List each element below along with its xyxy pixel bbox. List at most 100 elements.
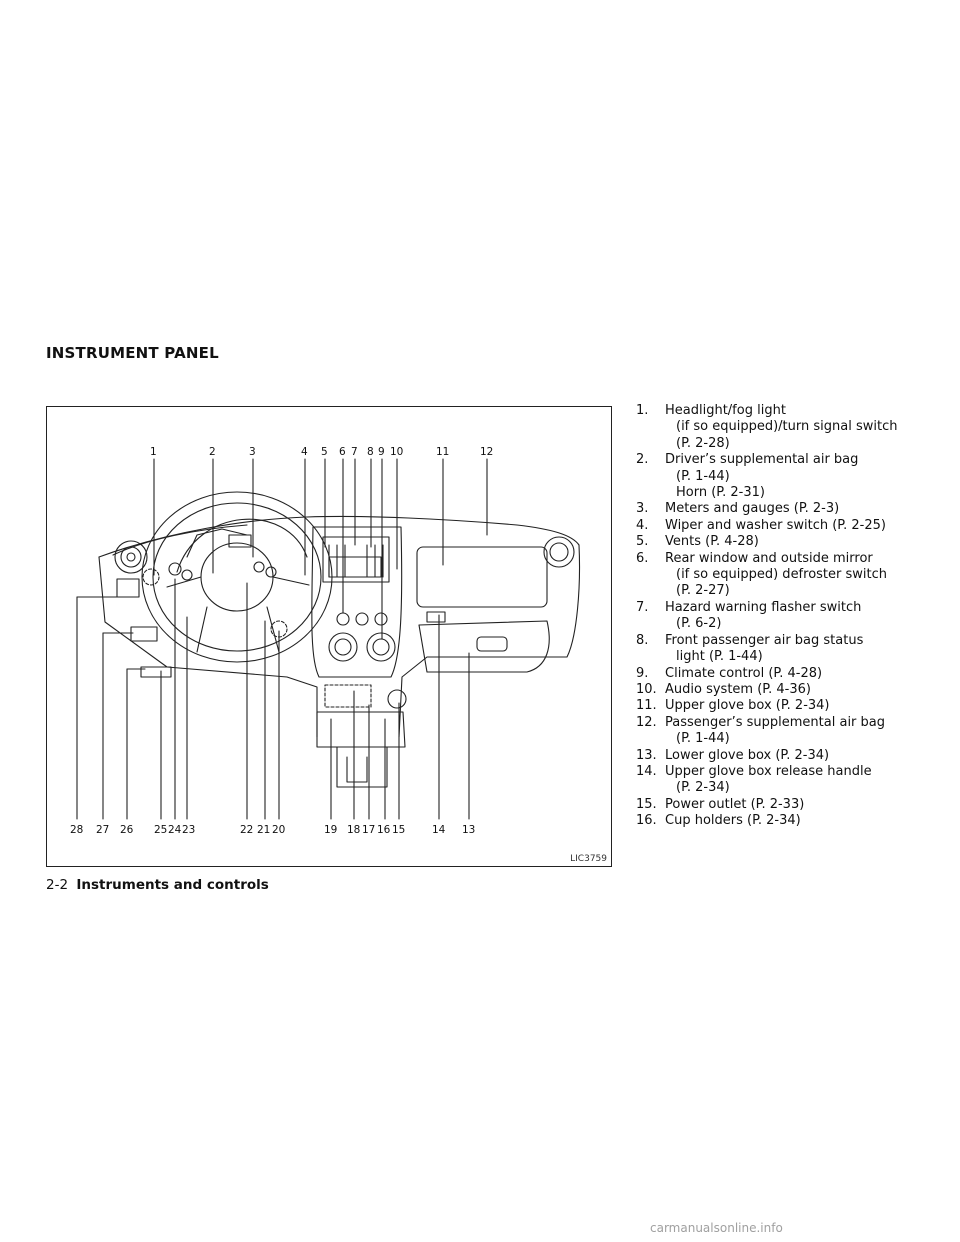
legend-item-number: 10. — [636, 681, 657, 697]
legend-item-text: Cup holders (P. 2-34) — [665, 813, 936, 829]
legend-item: 10. Audio system (P. 4-36) — [636, 682, 936, 698]
callout-9: 9 — [378, 446, 385, 458]
legend-item-number: 4. — [636, 517, 649, 533]
center-console — [316, 684, 407, 788]
meter-hood — [176, 518, 308, 573]
left-vent — [114, 540, 148, 574]
right-vent — [543, 536, 575, 568]
callout-17: 17 — [362, 824, 375, 836]
bottom-callout-labels: 28 27 26 25 24 23 22 21 20 19 18 17 16 1… — [70, 824, 475, 836]
callout-13: 13 — [462, 824, 475, 836]
watermark: carmanualsonline.info — [650, 1221, 783, 1235]
page-number: 2-2 — [46, 877, 69, 893]
legend-item-text: Vents (P. 4-28) — [665, 534, 936, 550]
instrument-panel-illustration: 1 2 3 4 5 6 7 8 9 10 11 12 28 27 26 25 2… — [70, 446, 581, 836]
callout-5: 5 — [321, 446, 328, 458]
top-leaders — [153, 458, 488, 640]
callout-28: 28 — [70, 824, 83, 836]
legend-item-text: Upper glove box (P. 2-34) — [665, 698, 936, 714]
legend-item: 2. Driver’s supplemental air bag(P. 1-44)… — [636, 452, 936, 501]
legend-item-number: 9. — [636, 665, 649, 681]
legend-item-line: Passenger’s supplemental air bag — [665, 714, 885, 730]
callout-10: 10 — [390, 446, 403, 458]
callout-24: 24 — [168, 824, 182, 836]
callout-26: 26 — [120, 824, 134, 836]
legend-item-number: 3. — [636, 501, 649, 517]
legend-item-number: 6. — [636, 550, 649, 566]
callout-7: 7 — [351, 446, 358, 458]
left-switch-panel — [116, 578, 140, 598]
callout-4: 4 — [301, 446, 308, 458]
callout-27: 27 — [96, 824, 109, 836]
legend-item: 13. Lower glove box (P. 2-34) — [636, 748, 936, 764]
callout-15: 15 — [392, 824, 405, 836]
legend-item-line: (P. 1-44) — [676, 468, 730, 484]
legend-item: 5. Vents (P. 4-28) — [636, 534, 936, 550]
legend-item-line: (P. 6-2) — [676, 616, 722, 632]
legend-item: 12. Passenger’s supplemental air bag(P. 1… — [636, 715, 936, 748]
callout-25: 25 — [154, 824, 167, 836]
page-footer: 2-2 Instruments and controls — [46, 877, 269, 893]
callout-22: 22 — [240, 824, 253, 836]
legend-item: 3. Meters and gauges (P. 2-3) — [636, 501, 936, 517]
legend-item-text: Passenger’s supplemental air bag(P. 1-44… — [665, 715, 936, 748]
legend-item-number: 16. — [636, 813, 657, 829]
legend-item-line: Upper glove box (P. 2-34) — [665, 698, 830, 714]
legend-item-line: (P. 1-44) — [676, 731, 730, 747]
legend-item-line: (if so equipped) defroster switch — [676, 567, 887, 583]
legend-item-text: Upper glove box release handle(P. 2-34) — [665, 764, 936, 797]
callout-8: 8 — [367, 446, 374, 458]
upper-glove-box — [416, 546, 548, 608]
legend-item: 4. Wiper and washer switch (P. 2-25) — [636, 518, 936, 534]
legend-item-line: Power outlet (P. 2-33) — [665, 796, 805, 812]
legend-item-line: Rear window and outside mirror — [665, 550, 873, 566]
legend-item-line: Upper glove box release handle — [665, 763, 872, 779]
callout-21: 21 — [257, 824, 270, 836]
legend-item-line: Meters and gauges (P. 2-3) — [665, 501, 840, 517]
callout-20: 20 — [272, 824, 285, 836]
legend-item-text: Lower glove box (P. 2-34) — [665, 748, 936, 764]
top-callout-labels: 1 2 3 4 5 6 7 8 9 10 11 12 — [150, 446, 493, 458]
left-stalk — [142, 568, 160, 586]
legend-item-line: (if so equipped)/turn signal switch — [676, 419, 898, 435]
legend-item-line: Cup holders (P. 2-34) — [665, 813, 801, 829]
legend-list: 1. Headlight/fog light(if so equipped)/tu… — [636, 403, 936, 830]
callout-3: 3 — [249, 446, 256, 458]
legend-item-text: Driver’s supplemental air bag(P. 1-44)Ho… — [665, 452, 936, 501]
legend-item-text: Climate control (P. 4-28) — [665, 666, 936, 682]
legend-item-line: Lower glove box (P. 2-34) — [665, 747, 830, 763]
legend-item-number: 2. — [636, 452, 649, 468]
legend-item-number: 13. — [636, 747, 657, 763]
legend-item-line: Headlight/fog light — [665, 403, 786, 418]
dashboard-outline — [98, 515, 581, 738]
callout-1: 1 — [150, 446, 157, 458]
callout-2: 2 — [209, 446, 216, 458]
legend-item: 14.Upper glove box release handle(P. 2-3… — [636, 764, 936, 797]
legend-item-number: 5. — [636, 534, 649, 550]
legend-item-line: (P. 2-27) — [676, 583, 730, 599]
legend-item-text: Rear window and outside mirror(if so equ… — [665, 551, 936, 600]
legend-item-number: 12. — [636, 714, 657, 730]
legend-item-line: Vents (P. 4-28) — [665, 534, 759, 550]
legend-item: 6. Rear window and outside mirror(if so e… — [636, 551, 936, 600]
legend-item-number: 8. — [636, 632, 649, 648]
legend-item-line: Wiper and washer switch (P. 2-25) — [665, 517, 886, 533]
legend-item-line: Hazard warning flasher switch — [665, 599, 862, 615]
legend-item: 7. Hazard warning flasher switch(P. 6-2) — [636, 600, 936, 633]
legend-item-line: Driver’s supplemental air bag — [665, 452, 859, 468]
legend-item-text: Headlight/fog light(if so equipped)/turn… — [665, 403, 936, 452]
legend-item-number: 7. — [636, 599, 649, 615]
callout-11: 11 — [436, 446, 449, 458]
legend-item: 15.Power outlet (P. 2-33) — [636, 797, 936, 813]
legend-item: 9. Climate control (P. 4-28) — [636, 666, 936, 682]
callout-12: 12 — [480, 446, 493, 458]
legend-item-number: 1. — [636, 403, 649, 418]
legend-item-line: Audio system (P. 4-36) — [665, 681, 811, 697]
legend-item-text: Hazard warning flasher switch(P. 6-2) — [665, 600, 936, 633]
figure-code: LIC3759 — [570, 854, 607, 864]
legend-item-line: Front passenger air bag status — [665, 632, 864, 648]
legend-item: 16. Cup holders (P. 2-34) — [636, 813, 936, 829]
callout-6: 6 — [339, 446, 346, 458]
